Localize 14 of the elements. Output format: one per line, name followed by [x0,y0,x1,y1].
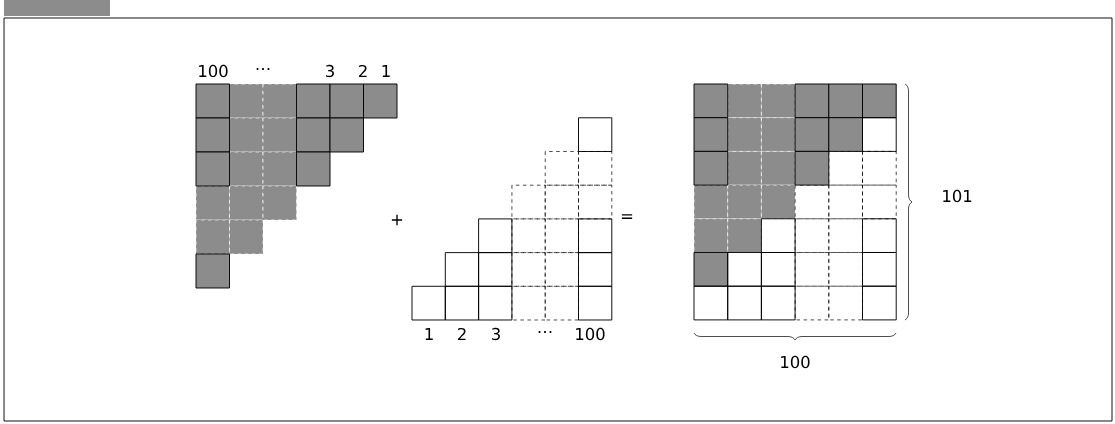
dimension-label: 100 [781,355,810,369]
column-number: 2 [359,64,367,78]
column-number: 2 [458,327,466,341]
column-number: 3 [326,64,334,78]
column-number: 100 [576,327,605,341]
column-number: 3 [492,327,500,341]
ellipsis: ⋯ [538,330,552,333]
column-number: 100 [199,64,228,78]
ellipsis: ⋯ [256,67,270,70]
column-number: 1 [382,65,390,77]
equals-sign: = [621,214,633,219]
plus-sign: + [391,214,403,226]
column-number: 1 [425,328,433,340]
dimension-label: 101 [943,189,972,203]
